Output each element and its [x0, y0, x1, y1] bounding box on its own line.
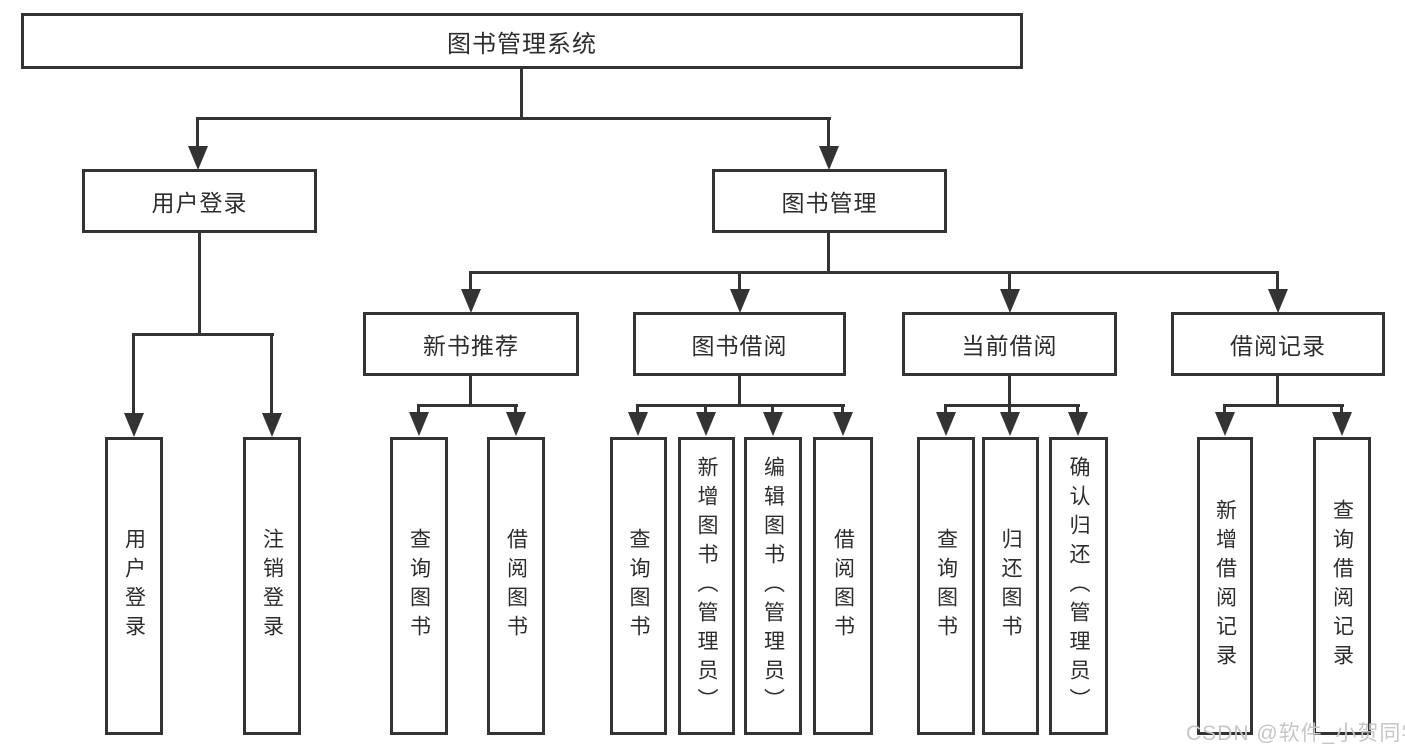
connector-arm	[1008, 271, 1011, 291]
connector-userlogin-stem	[198, 233, 201, 335]
node-new-book-recommend: 新书推荐	[363, 312, 579, 376]
node-new-book-recommend-label: 新书推荐	[423, 333, 519, 359]
connector-arm	[270, 333, 273, 415]
leaf-return-books: 归还图书	[982, 437, 1039, 735]
connector-arm	[841, 404, 844, 416]
leaf-confirm-return-admin: 确认归还（管理员）	[1049, 437, 1108, 735]
node-borrowing-records: 借阅记录	[1171, 312, 1385, 376]
connector-arm	[738, 271, 741, 291]
connector-newrec-hline	[417, 404, 518, 407]
connector-arm	[417, 404, 420, 416]
connector-arm	[1340, 404, 1343, 416]
arrowhead-to-leaf-query-books-current	[936, 412, 956, 436]
node-book-borrowing-label: 图书借阅	[691, 333, 788, 359]
leaf-return-books-label: 归还图书	[999, 528, 1022, 644]
node-library-system-label: 图书管理系统	[447, 30, 597, 58]
connector-records-hline	[1223, 404, 1344, 407]
leaf-edit-books-admin-label: 编辑图书（管理员）	[761, 455, 785, 717]
leaf-add-books-admin: 新增图书（管理员）	[678, 437, 735, 735]
connector-arm	[469, 271, 472, 291]
arrowhead-to-leaf-edit-books-admin	[763, 412, 783, 436]
connector-arm	[514, 404, 517, 416]
connector-arm	[1223, 404, 1226, 416]
arrowhead-to-leaf-add-borrow-record	[1215, 412, 1235, 436]
connector-userlogin-arm	[196, 117, 199, 149]
connector-arm	[1076, 404, 1079, 416]
leaf-query-books-recommend-label: 查询图书	[407, 528, 431, 644]
node-user-login-label: 用户登录	[151, 190, 248, 216]
arrowhead-to-book-management	[819, 146, 839, 170]
node-borrowing-records-label: 借阅记录	[1230, 333, 1326, 359]
leaf-borrow-books-label: 借阅图书	[831, 528, 855, 644]
leaf-logout: 注销登录	[243, 437, 301, 735]
leaf-query-books-current-label: 查询图书	[934, 528, 958, 644]
arrowhead-to-leaf-user-login	[124, 413, 144, 437]
arrowhead-to-leaf-return-books	[1000, 412, 1020, 436]
leaf-user-login-label: 用户登录	[122, 528, 146, 644]
arrowhead-to-leaf-borrow-books	[833, 412, 853, 436]
arrowhead-to-leaf-logout	[262, 413, 282, 437]
arrowhead-to-borrowing-records	[1268, 289, 1288, 313]
node-current-borrowing: 当前借阅	[902, 312, 1117, 376]
arrowhead-to-user-login	[188, 146, 208, 170]
leaf-add-borrow-record: 新增借阅记录	[1197, 437, 1253, 735]
leaf-logout-label: 注销登录	[260, 528, 284, 644]
connector-records-stem	[1276, 376, 1279, 406]
leaf-query-books-recommend: 查询图书	[390, 437, 448, 735]
connector-bookmgmt-stem	[827, 233, 830, 273]
leaf-borrow-books-recommend: 借阅图书	[487, 437, 545, 735]
connector-bookmgmt-arm	[827, 117, 830, 149]
leaf-user-login: 用户登录	[105, 437, 163, 735]
connector-arm	[1276, 271, 1279, 291]
connector-current-stem	[1008, 376, 1011, 406]
leaf-confirm-return-admin-label: 确认归还（管理员）	[1067, 455, 1090, 717]
node-user-login: 用户登录	[82, 169, 317, 233]
node-book-management: 图书管理	[712, 169, 947, 233]
leaf-query-books-borrowing-label: 查询图书	[627, 528, 650, 644]
leaf-edit-books-admin: 编辑图书（管理员）	[744, 437, 802, 735]
connector-arm	[704, 404, 707, 416]
leaf-borrow-books-recommend-label: 借阅图书	[504, 528, 528, 644]
connector-root-hline	[197, 117, 831, 120]
arrowhead-to-leaf-confirm-return	[1068, 412, 1088, 436]
node-book-borrowing: 图书借阅	[633, 312, 846, 376]
leaf-add-borrow-record-label: 新增借阅记录	[1213, 499, 1237, 673]
leaf-query-books-current: 查询图书	[917, 437, 975, 735]
arrowhead-to-leaf-query-borrow-record	[1332, 412, 1352, 436]
arrowhead-to-current-borrowing	[1000, 289, 1020, 313]
connector-arm	[132, 333, 135, 415]
connector-newrec-stem	[469, 376, 472, 406]
leaf-query-books-borrowing: 查询图书	[610, 437, 667, 735]
connector-borrowing-stem	[738, 376, 741, 406]
node-book-management-label: 图书管理	[781, 190, 878, 216]
arrowhead-to-book-borrowing	[730, 289, 750, 313]
leaf-query-borrow-record: 查询借阅记录	[1313, 437, 1371, 735]
arrowhead-to-new-book-recommend	[461, 289, 481, 313]
node-library-system: 图书管理系统	[21, 13, 1023, 69]
leaf-add-books-admin-label: 新增图书（管理员）	[695, 455, 718, 717]
csdn-watermark: CSDN @软件_小贺同学	[1186, 722, 1405, 745]
connector-borrowing-hline	[636, 404, 845, 407]
connector-userlogin-hline	[133, 333, 274, 336]
arrowhead-to-leaf-query-books-borrowing	[628, 412, 648, 436]
arrowhead-to-leaf-query-books-recommend	[409, 412, 429, 436]
connector-bookmgmt-hline	[469, 271, 1279, 274]
arrowhead-to-leaf-add-books-admin	[696, 412, 716, 436]
leaf-borrow-books: 借阅图书	[813, 437, 873, 735]
connector-current-hline	[944, 404, 1080, 407]
connector-arm	[1008, 404, 1011, 416]
connector-arm	[944, 404, 947, 416]
leaf-query-borrow-record-label: 查询借阅记录	[1330, 499, 1354, 673]
node-current-borrowing-label: 当前借阅	[961, 333, 1058, 359]
connector-arm	[771, 404, 774, 416]
connector-arm	[636, 404, 639, 416]
connector-root-stem	[520, 69, 523, 119]
arrowhead-to-leaf-borrow-books-recommend	[506, 412, 526, 436]
